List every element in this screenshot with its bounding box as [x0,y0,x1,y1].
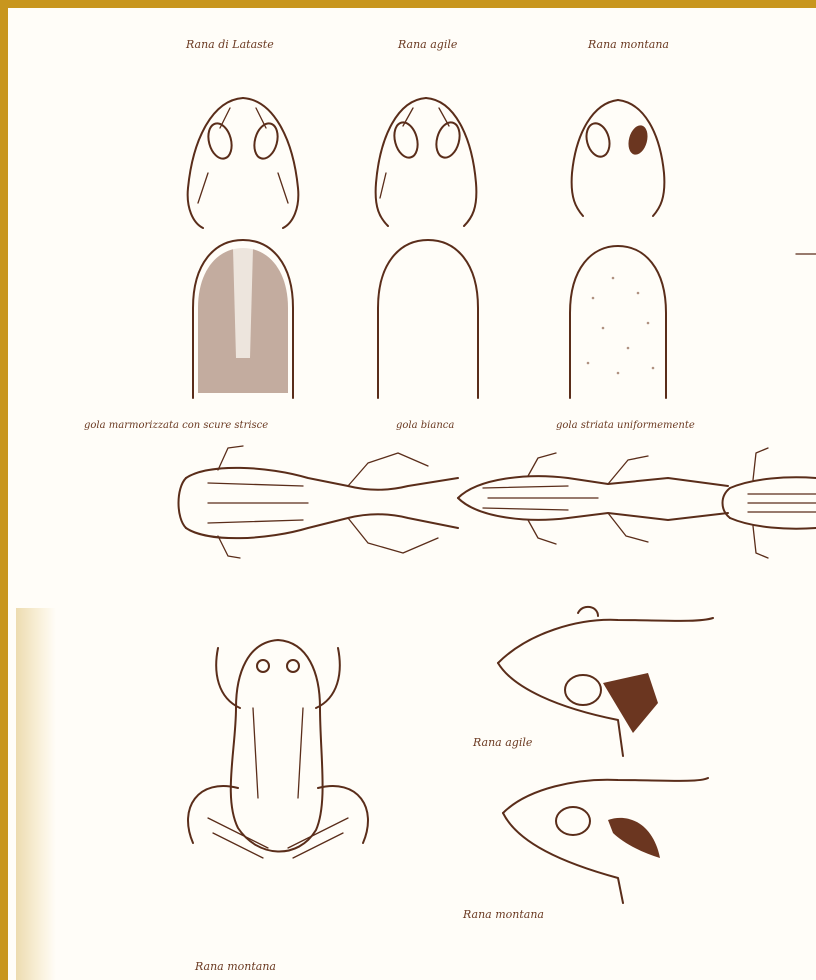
throat-caption-montana: gola striata uniformemente [556,420,695,431]
profile-montana-drawing [503,778,708,903]
head-title-montana: Rana montana [588,38,669,51]
profile-agile-drawing [498,607,713,756]
head-lataste-drawing [188,98,299,228]
stretched-frog-montana [723,448,816,558]
throat-caption-agile: gola bianca [396,420,454,431]
head-title-agile: Rana agile [398,38,457,51]
stretched-frog-agile [458,453,728,544]
bottom-label-montana: Rana montana [195,960,276,973]
side-label-agile: Rana agile [473,736,532,749]
throat-montana-drawing [570,246,666,398]
seated-frog-montana-drawing [188,640,368,858]
throat-caption-lataste: gola marmorizzata con scure strisce [84,420,268,431]
head-montana-drawing [572,100,665,216]
head-agile-drawing [376,98,477,226]
frog-illustration [8,8,816,980]
head-title-lataste: Rana di Lataste [186,38,274,51]
stretched-frog-lataste [179,446,459,558]
throat-lataste-drawing [193,240,293,398]
throat-agile-drawing [378,240,478,398]
side-label-montana: Rana montana [463,908,544,921]
